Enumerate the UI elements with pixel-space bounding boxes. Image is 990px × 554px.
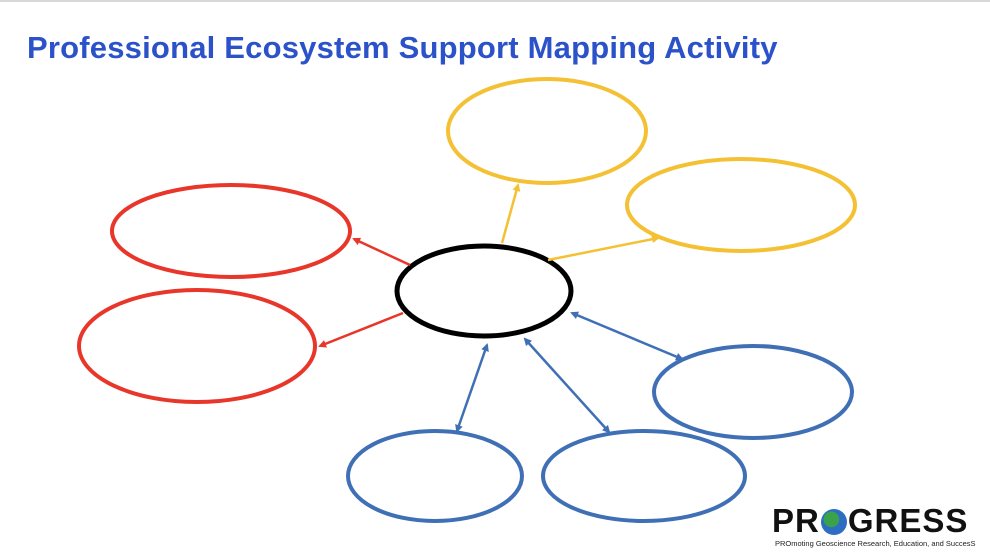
slide-title: Professional Ecosystem Support Mapping A… — [27, 30, 778, 65]
logo-tagline: PROmoting Geoscience Research, Education… — [775, 539, 976, 548]
logo-word-right: GRESS — [847, 502, 969, 539]
blue-ellipse-bottom-left — [346, 429, 524, 523]
red-ellipse-bottom — [77, 288, 317, 404]
logo-wordmark: PR GRESS — [772, 503, 968, 539]
arrow-yellow-top — [500, 183, 521, 244]
arrow-blue-bottom-left — [455, 343, 489, 433]
arrow-blue-bottom-right — [523, 337, 611, 434]
blue-ellipse-bottom-right — [541, 429, 747, 523]
arrow-red-bottom — [318, 311, 404, 348]
arrow-yellow-right — [547, 235, 660, 262]
progress-logo: PR GRESS PROmoting Geoscience Research, E… — [772, 503, 987, 551]
top-border — [0, 0, 990, 2]
center-ellipse — [394, 243, 574, 339]
blue-ellipse-right — [652, 344, 854, 440]
arrow-red-top — [352, 237, 411, 267]
yellow-ellipse-right — [625, 157, 857, 253]
yellow-ellipse-top — [446, 77, 648, 185]
globe-icon — [820, 509, 847, 535]
logo-word-left: PR — [772, 502, 820, 539]
arrow-blue-right — [570, 311, 684, 361]
red-ellipse-top — [110, 183, 352, 279]
